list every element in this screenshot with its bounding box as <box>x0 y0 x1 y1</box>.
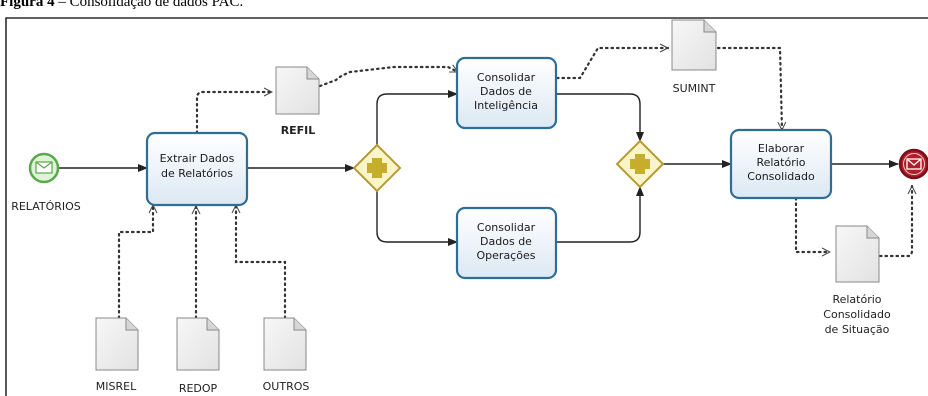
gateway-parallel-split <box>352 143 402 193</box>
task-operacoes-line-2: Dados de <box>480 235 532 248</box>
assoc-outros-to-extrair <box>236 203 287 320</box>
figure-caption-separator: – <box>54 0 70 10</box>
data-object-refil-label: REFIL <box>281 124 316 137</box>
task-elaborar-line-3: Consolidado <box>747 170 815 183</box>
diagram-frame <box>5 17 928 396</box>
envelope-icon <box>906 158 922 170</box>
data-object-outros: OUTROS <box>263 317 310 393</box>
task-elaborar-line-2: Relatório <box>756 156 805 169</box>
data-object-redop: REDOP <box>176 317 220 395</box>
task-extrair-line-1: Extrair Dados <box>160 152 235 165</box>
assoc-elaborar-to-relatorio <box>794 196 832 252</box>
data-object-sumint: SUMINT <box>671 19 717 95</box>
task-extrair-dados: Extrair Dados de Relatórios <box>145 131 249 207</box>
task-inteligencia-line-2: Dados de <box>480 85 532 98</box>
assoc-sumint-to-elaborar <box>716 46 782 130</box>
figure-label: Figura 4 <box>0 0 55 10</box>
assoc-relatorio-to-end <box>878 184 912 258</box>
flow-split-to-operacoes <box>376 191 458 246</box>
task-consolidar-operacoes: Consolidar Dados de Operações <box>455 206 558 280</box>
figure-title: Consolidação de dados PAC. <box>69 0 244 10</box>
task-inteligencia-line-1: Consolidar <box>477 71 536 84</box>
start-event-label: RELATÓRIOS <box>11 200 81 213</box>
assoc-inteligencia-to-sumint <box>555 48 670 80</box>
plus-icon <box>367 158 387 178</box>
task-extrair-line-2: de Relatórios <box>161 167 233 180</box>
task-elaborar-line-1: Elaborar <box>758 142 805 155</box>
task-operacoes-line-1: Consolidar <box>477 221 536 234</box>
data-object-refil: REFIL <box>275 66 320 137</box>
sequence-flows <box>58 90 899 246</box>
data-object-misrel: MISREL <box>95 317 139 393</box>
data-object-misrel-label: MISREL <box>96 380 137 393</box>
assoc-misrel-to-extrair <box>117 203 153 320</box>
data-object-redop-label: REDOP <box>179 382 218 395</box>
task-consolidar-inteligencia: Consolidar Dados de Inteligência <box>455 56 558 130</box>
flow-inteligencia-to-join <box>556 93 644 142</box>
data-object-sumint-label: SUMINT <box>673 82 716 95</box>
task-elaborar-relatorio: Elaborar Relatório Consolidado <box>729 128 833 200</box>
assoc-refil-to-inteligencia <box>318 67 460 88</box>
data-associations <box>117 46 912 320</box>
assoc-extrair-to-refil <box>195 92 274 135</box>
task-inteligencia-line-3: Inteligência <box>474 99 538 112</box>
plus-icon <box>630 154 650 174</box>
data-object-relatorio-line-3: de Situação <box>825 323 890 336</box>
data-object-relatorio-consolidado: Relatório Consolidado de Situação <box>823 225 891 336</box>
envelope-icon <box>35 161 53 174</box>
data-object-relatorio-line-2: Consolidado <box>823 308 891 321</box>
start-event: RELATÓRIOS <box>11 152 81 213</box>
gateway-parallel-join <box>615 139 665 189</box>
data-object-outros-label: OUTROS <box>263 380 310 393</box>
figure-caption: Figura 4 – Consolidação de dados PAC. <box>0 0 243 14</box>
data-object-relatorio-line-1: Relatório <box>832 293 881 306</box>
flow-operacoes-to-join <box>556 186 644 243</box>
end-event <box>898 148 928 180</box>
flow-split-to-inteligencia <box>376 90 458 145</box>
task-operacoes-line-3: Operações <box>477 249 536 262</box>
